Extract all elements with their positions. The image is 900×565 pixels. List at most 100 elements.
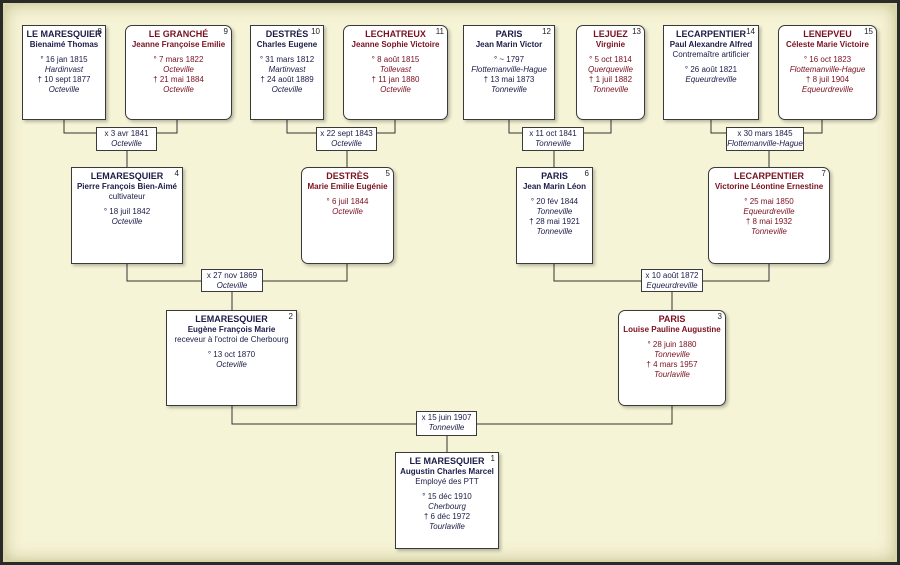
event-date: ° 28 juin 1880 [647,340,697,349]
person-surname: LENEPVEU [803,29,852,39]
sosa-number: 14 [746,27,755,36]
connector-line [703,264,770,282]
person-surname: DESTRÈS [265,29,309,39]
event-date: † 24 août 1889 [260,75,314,84]
person-occupation: Contremaître artificier [672,50,750,59]
person-surname: LE MARESQUIER [26,29,102,39]
connector-line [286,120,316,134]
marriage-date: x 15 juin 1907 [421,413,472,422]
person-surname: LECARPENTIER [675,29,746,39]
event-place: Tonneville [536,207,573,216]
person-surname: LE MARESQUIER [409,456,485,466]
person-given-names: Jean Marin Léon [522,182,587,191]
connector-line [710,120,726,134]
event-date: ° 16 oct 1823 [803,55,852,64]
event-place: Martinvast [268,65,306,74]
sosa-number: 13 [632,27,641,36]
person-surname: LE GRANCHÉ [148,29,209,39]
person-given-names: Augustin Charles Marcel [400,467,494,476]
event-place: Tollevast [379,65,412,74]
event-date: † 8 juil 1904 [805,75,850,84]
event-place: Tonneville [491,85,527,94]
connector-line [804,120,823,134]
event-date: ° 18 juil 1842 [103,207,151,216]
marriage-date: x 11 oct 1841 [529,129,577,138]
sosa-number: 1 [490,454,495,463]
event-place: Octeville [271,85,303,94]
sosa-number: 6 [584,169,589,178]
sosa-number: 10 [311,27,320,36]
person-given-names: Virginie [595,40,626,49]
event-date: † 1 juil 1882 [588,75,633,84]
event-date: ° 6 juil 1844 [326,197,369,206]
connector-line [584,120,612,134]
event-date: ° 26 août 1821 [684,65,738,74]
connector-line [126,264,201,282]
marriage-place: Tonneville [535,139,571,148]
person-given-names: Bienaimé Thomas [29,40,99,49]
marriage-place: Equeurdreville [646,281,698,290]
person-given-names: Louise Pauline Augustine [623,325,721,334]
sosa-number: 3 [717,312,722,321]
person-given-names: Céleste Marie Victoire [785,40,869,49]
event-place: Equeurdreville [801,85,854,94]
event-date: ° 20 fév 1844 [530,197,579,206]
person-surname: PARIS [658,314,686,324]
event-date: ° 31 mars 1812 [259,55,315,64]
connector-line [157,120,178,134]
sosa-number: 9 [223,27,228,36]
person-surname: LECHATREUX [365,29,426,39]
event-date: ° 15 déc 1910 [422,492,472,501]
person-surname: DESTRÈS [326,171,369,181]
event-place: Tourlaville [429,522,465,531]
person-given-names: Marie Emilie Eugénie [307,182,388,191]
event-date: ° 13 oct 1870 [207,350,256,359]
event-place: Querqueville [588,65,633,74]
event-date: † 21 mai 1884 [153,75,204,84]
marriage-date: x 27 nov 1869 [206,271,258,280]
event-place: Octeville [111,217,143,226]
person-surname: LEMARESQUIER [195,314,268,324]
person-occupation: cultivateur [108,192,146,201]
connector-line [553,264,641,282]
person-surname: LECARPENTIER [733,171,804,181]
sosa-number: 2 [288,312,293,321]
event-place: Flottemanville-Hague [471,65,547,74]
event-place: Equeurdreville [685,75,737,84]
event-date: † 13 mai 1873 [483,75,535,84]
event-date: ° 8 août 1815 [371,55,420,64]
connector-line [477,406,673,425]
event-place: Hardinvast [44,65,84,74]
event-date: † 8 mai 1932 [745,217,793,226]
event-place: Octeville [48,85,80,94]
event-place: Flottemanville-Hague [789,65,866,74]
event-place: Cherbourg [428,502,466,511]
event-place: Tonneville [751,227,787,236]
event-date: † 4 mars 1957 [646,360,698,369]
person-surname: PARIS [541,171,568,181]
person-occupation: Employé des PTT [415,477,479,486]
sosa-number: 7 [821,169,826,178]
marriage-date: x 10 août 1872 [645,271,699,280]
